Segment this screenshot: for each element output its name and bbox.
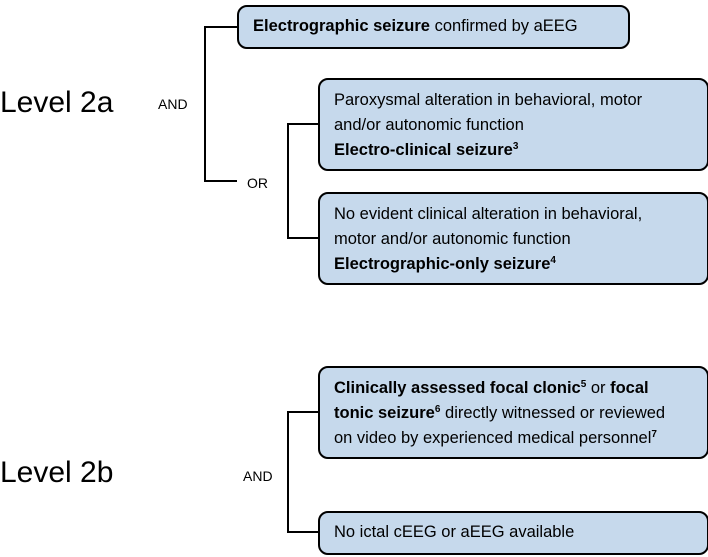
level-2b-label: Level 2b [0, 456, 114, 489]
electro-clinical-line1: Paroxysmal alteration in behavioral, mot… [334, 91, 643, 109]
footnote-3: 3 [512, 141, 519, 152]
or-connector-text: or [586, 379, 611, 397]
footnote-7: 7 [651, 429, 657, 440]
level-2a-label: Level 2a [0, 86, 114, 119]
electrographic-only-seizure-box: No evident clinical alteration in behavi… [318, 192, 708, 285]
electrographic-only-line1: No evident clinical alteration in behavi… [334, 205, 643, 223]
confirmed-by-aeeg-text: confirmed by aEEG [429, 17, 578, 35]
electro-clinical-seizure-box: Paroxysmal alteration in behavioral, mot… [318, 78, 708, 171]
level-2a-or-label: OR [247, 175, 268, 191]
footnote-6: 6 [434, 404, 441, 415]
electrographic-seizure-box: Electrographic seizure confirmed by aEEG [237, 5, 630, 49]
no-ictal-eeg-text: No ictal cEEG or aEEG available [334, 523, 575, 541]
electrographic-only-line2: motor and/or autonomic function [334, 230, 571, 248]
footnote-4: 4 [550, 255, 556, 266]
electrographic-only-seizure-term: Electrographic-only seizure [334, 255, 551, 273]
focal-clonic-tonic-box: Clinically assessed focal clonic5 or foc… [318, 366, 708, 459]
electro-clinical-seizure-term: Electro-clinical seizure [334, 141, 513, 159]
level-2a-and-label: AND [158, 96, 188, 112]
electro-clinical-line2: and/or autonomic function [334, 116, 524, 134]
level-2b-and-label: AND [243, 468, 273, 484]
electrographic-seizure-term: Electrographic seizure [253, 17, 430, 35]
witnessed-text: directly witnessed or reviewed [440, 404, 666, 422]
footnote-5: 5 [580, 379, 587, 390]
focal-clonic-term: Clinically assessed focal clonic [334, 379, 581, 397]
focal-term: focal [610, 379, 649, 397]
tonic-seizure-term: tonic seizure [334, 404, 435, 422]
video-personnel-text: on video by experienced medical personne… [334, 429, 652, 447]
no-ictal-eeg-box: No ictal cEEG or aEEG available [318, 511, 708, 555]
